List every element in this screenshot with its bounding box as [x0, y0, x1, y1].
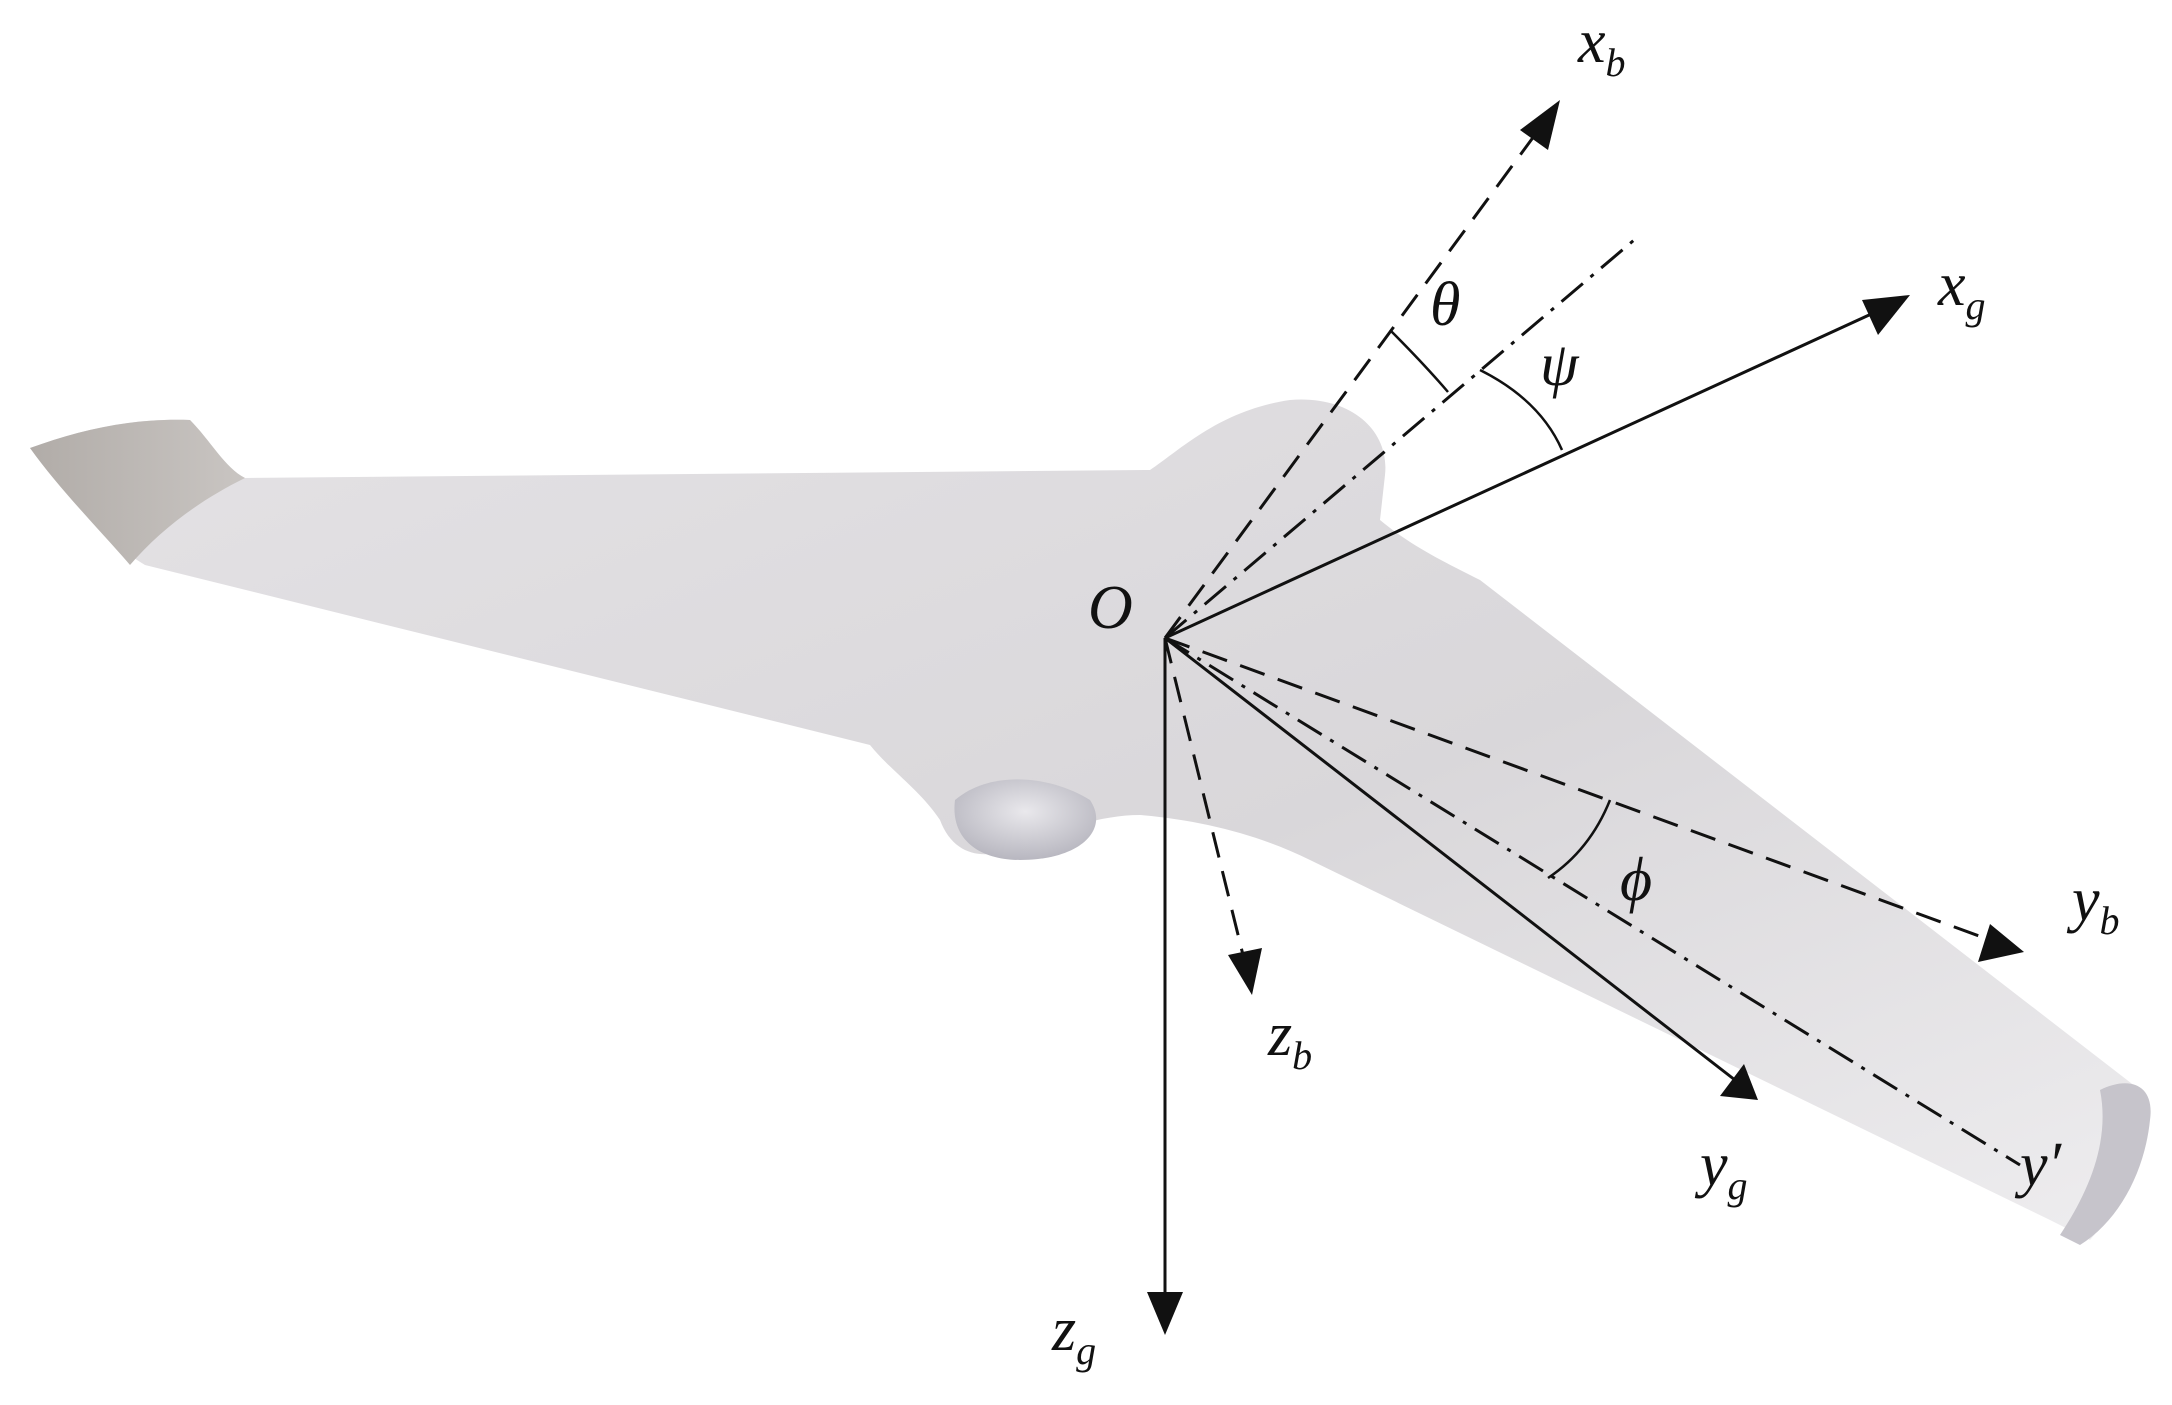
zb-axis [1163, 637, 1245, 956]
xb-label: xb [1577, 8, 1626, 85]
y-prime-label: y′ [2014, 1131, 2063, 1199]
phi-arc [1547, 799, 1612, 880]
right-wingtip-fin [2060, 1083, 2151, 1245]
psi-arc [1479, 368, 1564, 451]
zb-arrowhead [1228, 948, 1262, 995]
psi-label: ψ [1540, 331, 1580, 399]
origin-label: O [1088, 574, 1133, 642]
xb-arrowhead [1520, 100, 1560, 150]
yg-arrowhead [1720, 1064, 1758, 1100]
xg-arrowhead [1862, 295, 1910, 335]
xg-label: xg [1937, 251, 1986, 328]
yb-arrowhead [1978, 924, 2024, 962]
zg-arrowhead [1147, 1292, 1183, 1335]
aircraft-shape [30, 399, 2151, 1245]
theta-arc [1389, 329, 1449, 393]
engine-pod [954, 779, 1097, 860]
zg-label: zg [1051, 1296, 1096, 1373]
theta-label: θ [1430, 271, 1460, 339]
xg-axis [1164, 308, 1881, 640]
phi-label: ϕ [1620, 846, 1652, 914]
yb-axis [1164, 636, 1991, 942]
labels: O xb xg yb yg zb zg y′ θ ψ ϕ [1051, 8, 2120, 1373]
axes [1147, 100, 2024, 1335]
yg-label: yg [1694, 1131, 1748, 1208]
xb-axis [1163, 127, 1542, 639]
y-prime-reference-line [1164, 636, 2021, 1167]
yb-label: yb [2066, 866, 2120, 943]
left-wingtip [30, 419, 245, 565]
zb-label: zb [1267, 1001, 1312, 1078]
yg-axis [1164, 636, 1736, 1082]
